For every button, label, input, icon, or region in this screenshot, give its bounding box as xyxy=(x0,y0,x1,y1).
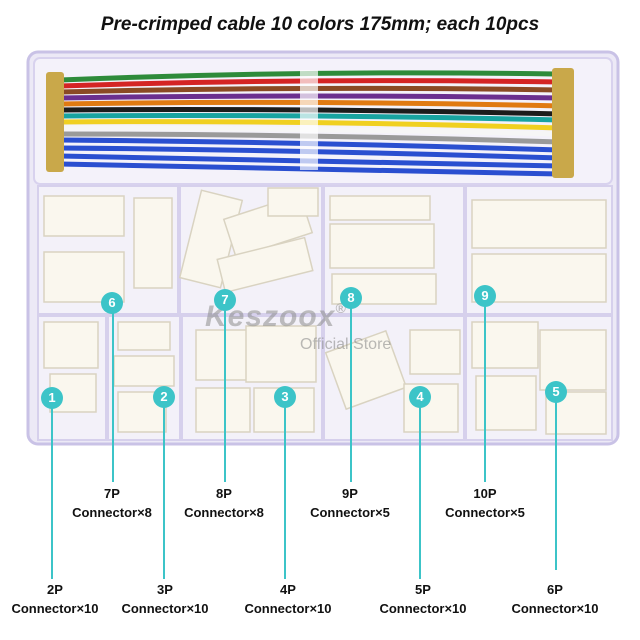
leader-line-4 xyxy=(419,407,421,579)
leader-line-3 xyxy=(284,407,286,579)
label-5p: 5P Connector×10 xyxy=(370,580,476,618)
label-3p-size: 3P xyxy=(157,582,173,597)
label-5p-size: 5P xyxy=(415,582,431,597)
leader-line-9 xyxy=(484,306,486,482)
label-3p-count: Connector×10 xyxy=(121,601,209,616)
label-5p-count: Connector×10 xyxy=(379,601,467,616)
label-9p: 9P Connector×5 xyxy=(298,484,402,522)
badge-4: 4 xyxy=(409,386,431,408)
label-6p-count: Connector×10 xyxy=(511,601,599,616)
badge-1: 1 xyxy=(41,387,63,409)
label-6p-size: 6P xyxy=(547,582,563,597)
badge-6: 6 xyxy=(101,292,123,314)
badge-5: 5 xyxy=(545,381,567,403)
label-6p: 6P Connector×10 xyxy=(502,580,608,618)
label-2p-count: Connector×10 xyxy=(11,601,99,616)
label-10p-count: Connector×5 xyxy=(445,505,525,520)
cable-tie xyxy=(300,70,318,170)
label-3p: 3P Connector×10 xyxy=(112,580,218,618)
label-9p-size: 9P xyxy=(342,486,358,501)
label-4p-count: Connector×10 xyxy=(244,601,332,616)
label-4p: 4P Connector×10 xyxy=(235,580,341,618)
store-watermark: Official Store xyxy=(300,336,392,353)
label-2p: 2P Connector×10 xyxy=(2,580,108,618)
leader-line-2 xyxy=(163,407,165,579)
badge-7: 7 xyxy=(214,289,236,311)
label-2p-size: 2P xyxy=(47,582,63,597)
label-8p-count: Connector×8 xyxy=(184,505,264,520)
badge-2: 2 xyxy=(153,386,175,408)
leader-line-1 xyxy=(51,407,53,579)
badge-8: 8 xyxy=(340,287,362,309)
label-9p-count: Connector×5 xyxy=(310,505,390,520)
label-7p: 7P Connector×8 xyxy=(60,484,164,522)
label-10p-size: 10P xyxy=(473,486,497,501)
leader-line-6 xyxy=(112,312,114,482)
label-8p-size: 8P xyxy=(216,486,232,501)
leader-line-8 xyxy=(350,308,352,482)
page-title: Pre-crimped cable 10 colors 175mm; each … xyxy=(100,14,540,35)
leader-line-5 xyxy=(555,402,557,570)
badge-3: 3 xyxy=(274,386,296,408)
label-4p-size: 4P xyxy=(280,582,296,597)
label-7p-count: Connector×8 xyxy=(72,505,152,520)
badge-9: 9 xyxy=(474,285,496,307)
label-8p: 8P Connector×8 xyxy=(172,484,276,522)
label-10p: 10P Connector×5 xyxy=(432,484,538,522)
leader-line-7 xyxy=(224,310,226,482)
label-7p-size: 7P xyxy=(104,486,120,501)
